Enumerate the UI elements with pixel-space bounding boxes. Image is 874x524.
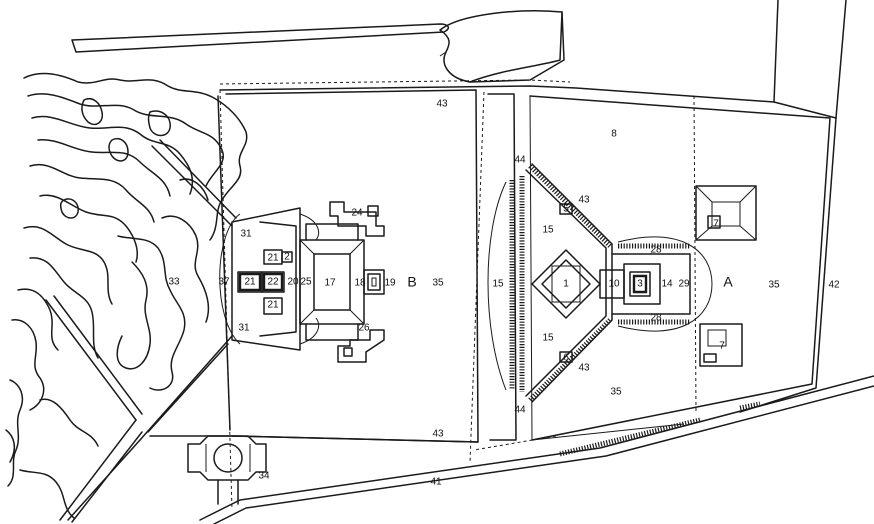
label-31-upper: 31 — [240, 229, 252, 240]
label-22: 22 — [267, 277, 279, 288]
labels: A B 43 8 44 44 5 43 15 28 7 1 10 3 14 29… — [168, 99, 840, 488]
label-21-bottom: 21 — [267, 300, 279, 311]
label-43-east-upper: 43 — [578, 195, 590, 206]
label-15-upper: 15 — [542, 225, 554, 236]
label-20: 20 — [287, 277, 299, 288]
label-43-top: 43 — [436, 99, 448, 110]
central-passage — [487, 176, 525, 392]
label-24: 24 — [351, 208, 363, 219]
runway — [71, 10, 565, 83]
label-34: 34 — [258, 471, 270, 482]
terrain-contours — [5, 72, 248, 519]
label-33: 33 — [168, 277, 180, 288]
label-44-top: 44 — [514, 155, 526, 166]
label-35-bottom: 35 — [610, 387, 622, 398]
label-3: 3 — [637, 279, 643, 290]
label-35-west: 35 — [432, 278, 444, 289]
label-43-east-lower: 43 — [578, 363, 590, 374]
label-15-gap: 15 — [492, 279, 504, 290]
label-29: 29 — [678, 279, 690, 290]
label-37: 37 — [218, 277, 230, 288]
enclosure-walls — [149, 0, 847, 511]
label-25: 25 — [300, 277, 312, 288]
label-10: 10 — [608, 279, 620, 290]
label-17: 17 — [324, 278, 336, 289]
label-site-b: B — [407, 274, 416, 290]
south-gate — [187, 435, 267, 505]
label-42: 42 — [828, 280, 840, 291]
label-1: 1 — [563, 279, 569, 290]
label-31-lower: 31 — [238, 323, 250, 334]
label-28-lower: 28 — [650, 313, 662, 324]
label-26: 26 — [358, 323, 370, 334]
label-site-a: A — [723, 274, 733, 290]
label-43-bottom: 43 — [432, 429, 444, 440]
label-35-east: 35 — [768, 280, 780, 291]
label-44-bottom: 44 — [514, 405, 526, 416]
south-roads — [67, 375, 874, 524]
label-41: 41 — [430, 477, 442, 488]
label-2: 2 — [284, 252, 290, 263]
label-14: 14 — [661, 279, 673, 290]
label-21-left: 21 — [244, 277, 256, 288]
label-8: 8 — [611, 129, 617, 140]
label-6: 6 — [563, 353, 569, 364]
label-15-lower: 15 — [542, 333, 554, 344]
label-5: 5 — [563, 204, 569, 215]
label-7-lower: 7 — [719, 341, 725, 352]
complex-a — [525, 163, 757, 403]
label-28-upper: 28 — [650, 245, 662, 256]
label-18: 18 — [354, 278, 366, 289]
label-7-upper: 7 — [713, 219, 719, 230]
label-19: 19 — [384, 278, 396, 289]
label-21-top: 21 — [267, 253, 279, 264]
complex-b — [219, 201, 385, 363]
